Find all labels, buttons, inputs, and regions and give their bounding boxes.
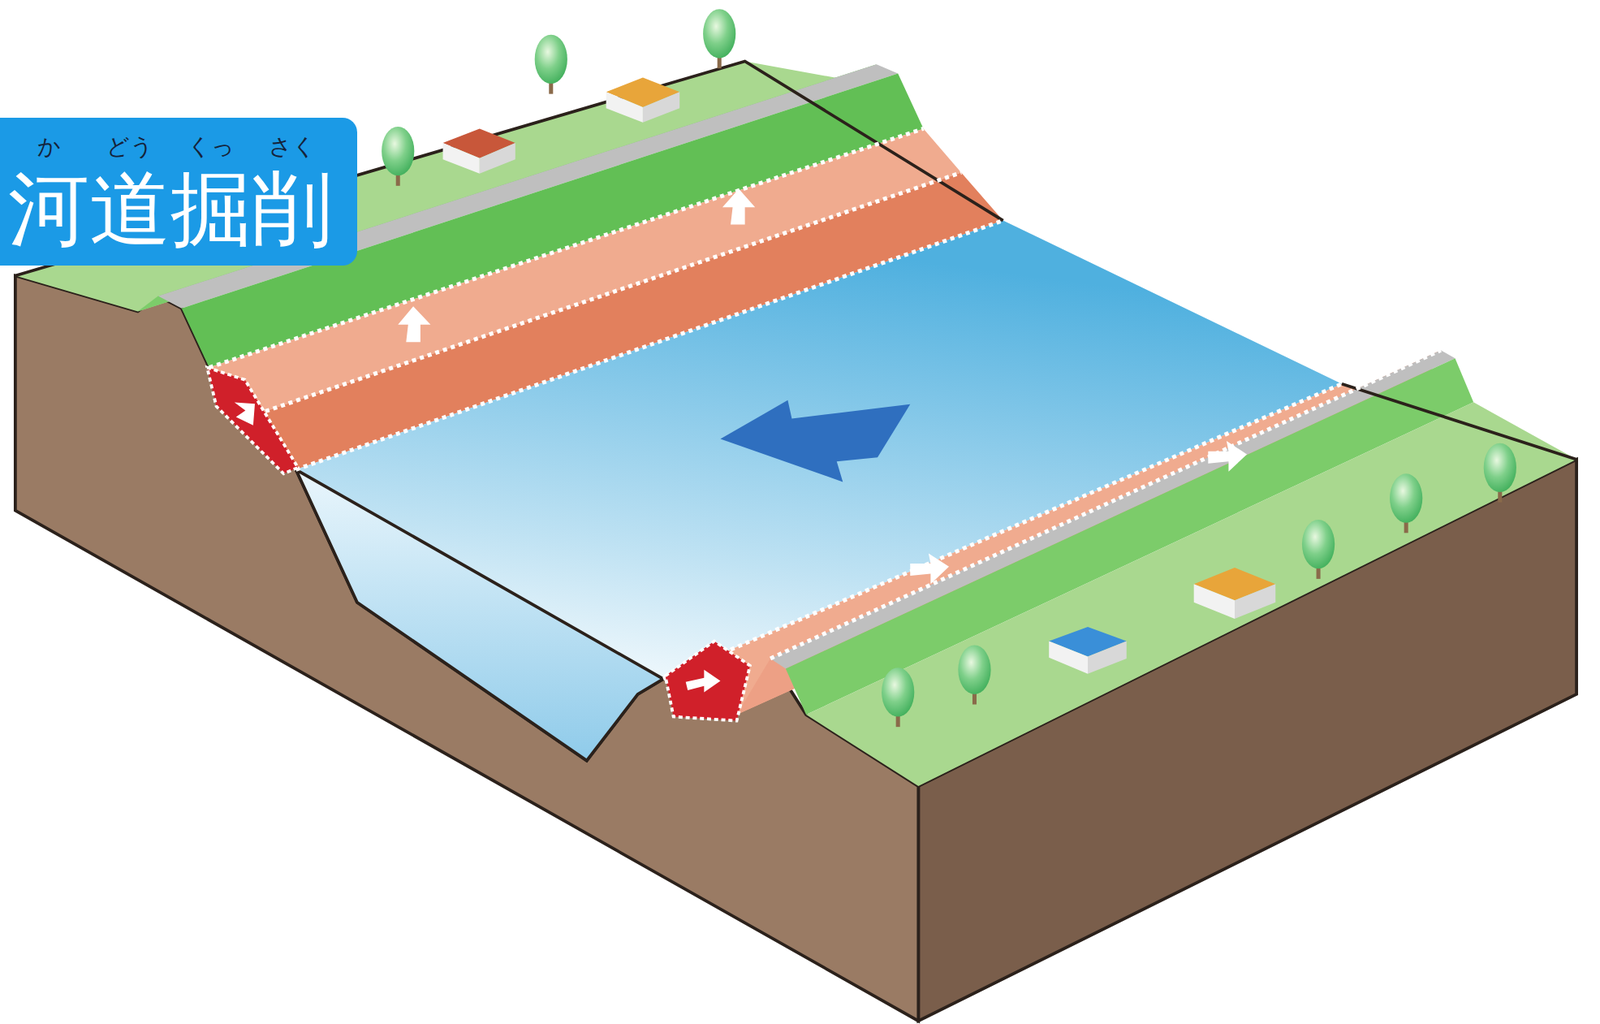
furigana: さく bbox=[268, 133, 316, 160]
furigana: くっ bbox=[187, 133, 235, 160]
title-box: 河道掘削 か どう くっ さく bbox=[0, 117, 358, 266]
furigana: か bbox=[37, 133, 61, 160]
diagram-title: 河道掘削 bbox=[8, 164, 333, 255]
furigana: どう bbox=[106, 133, 154, 160]
